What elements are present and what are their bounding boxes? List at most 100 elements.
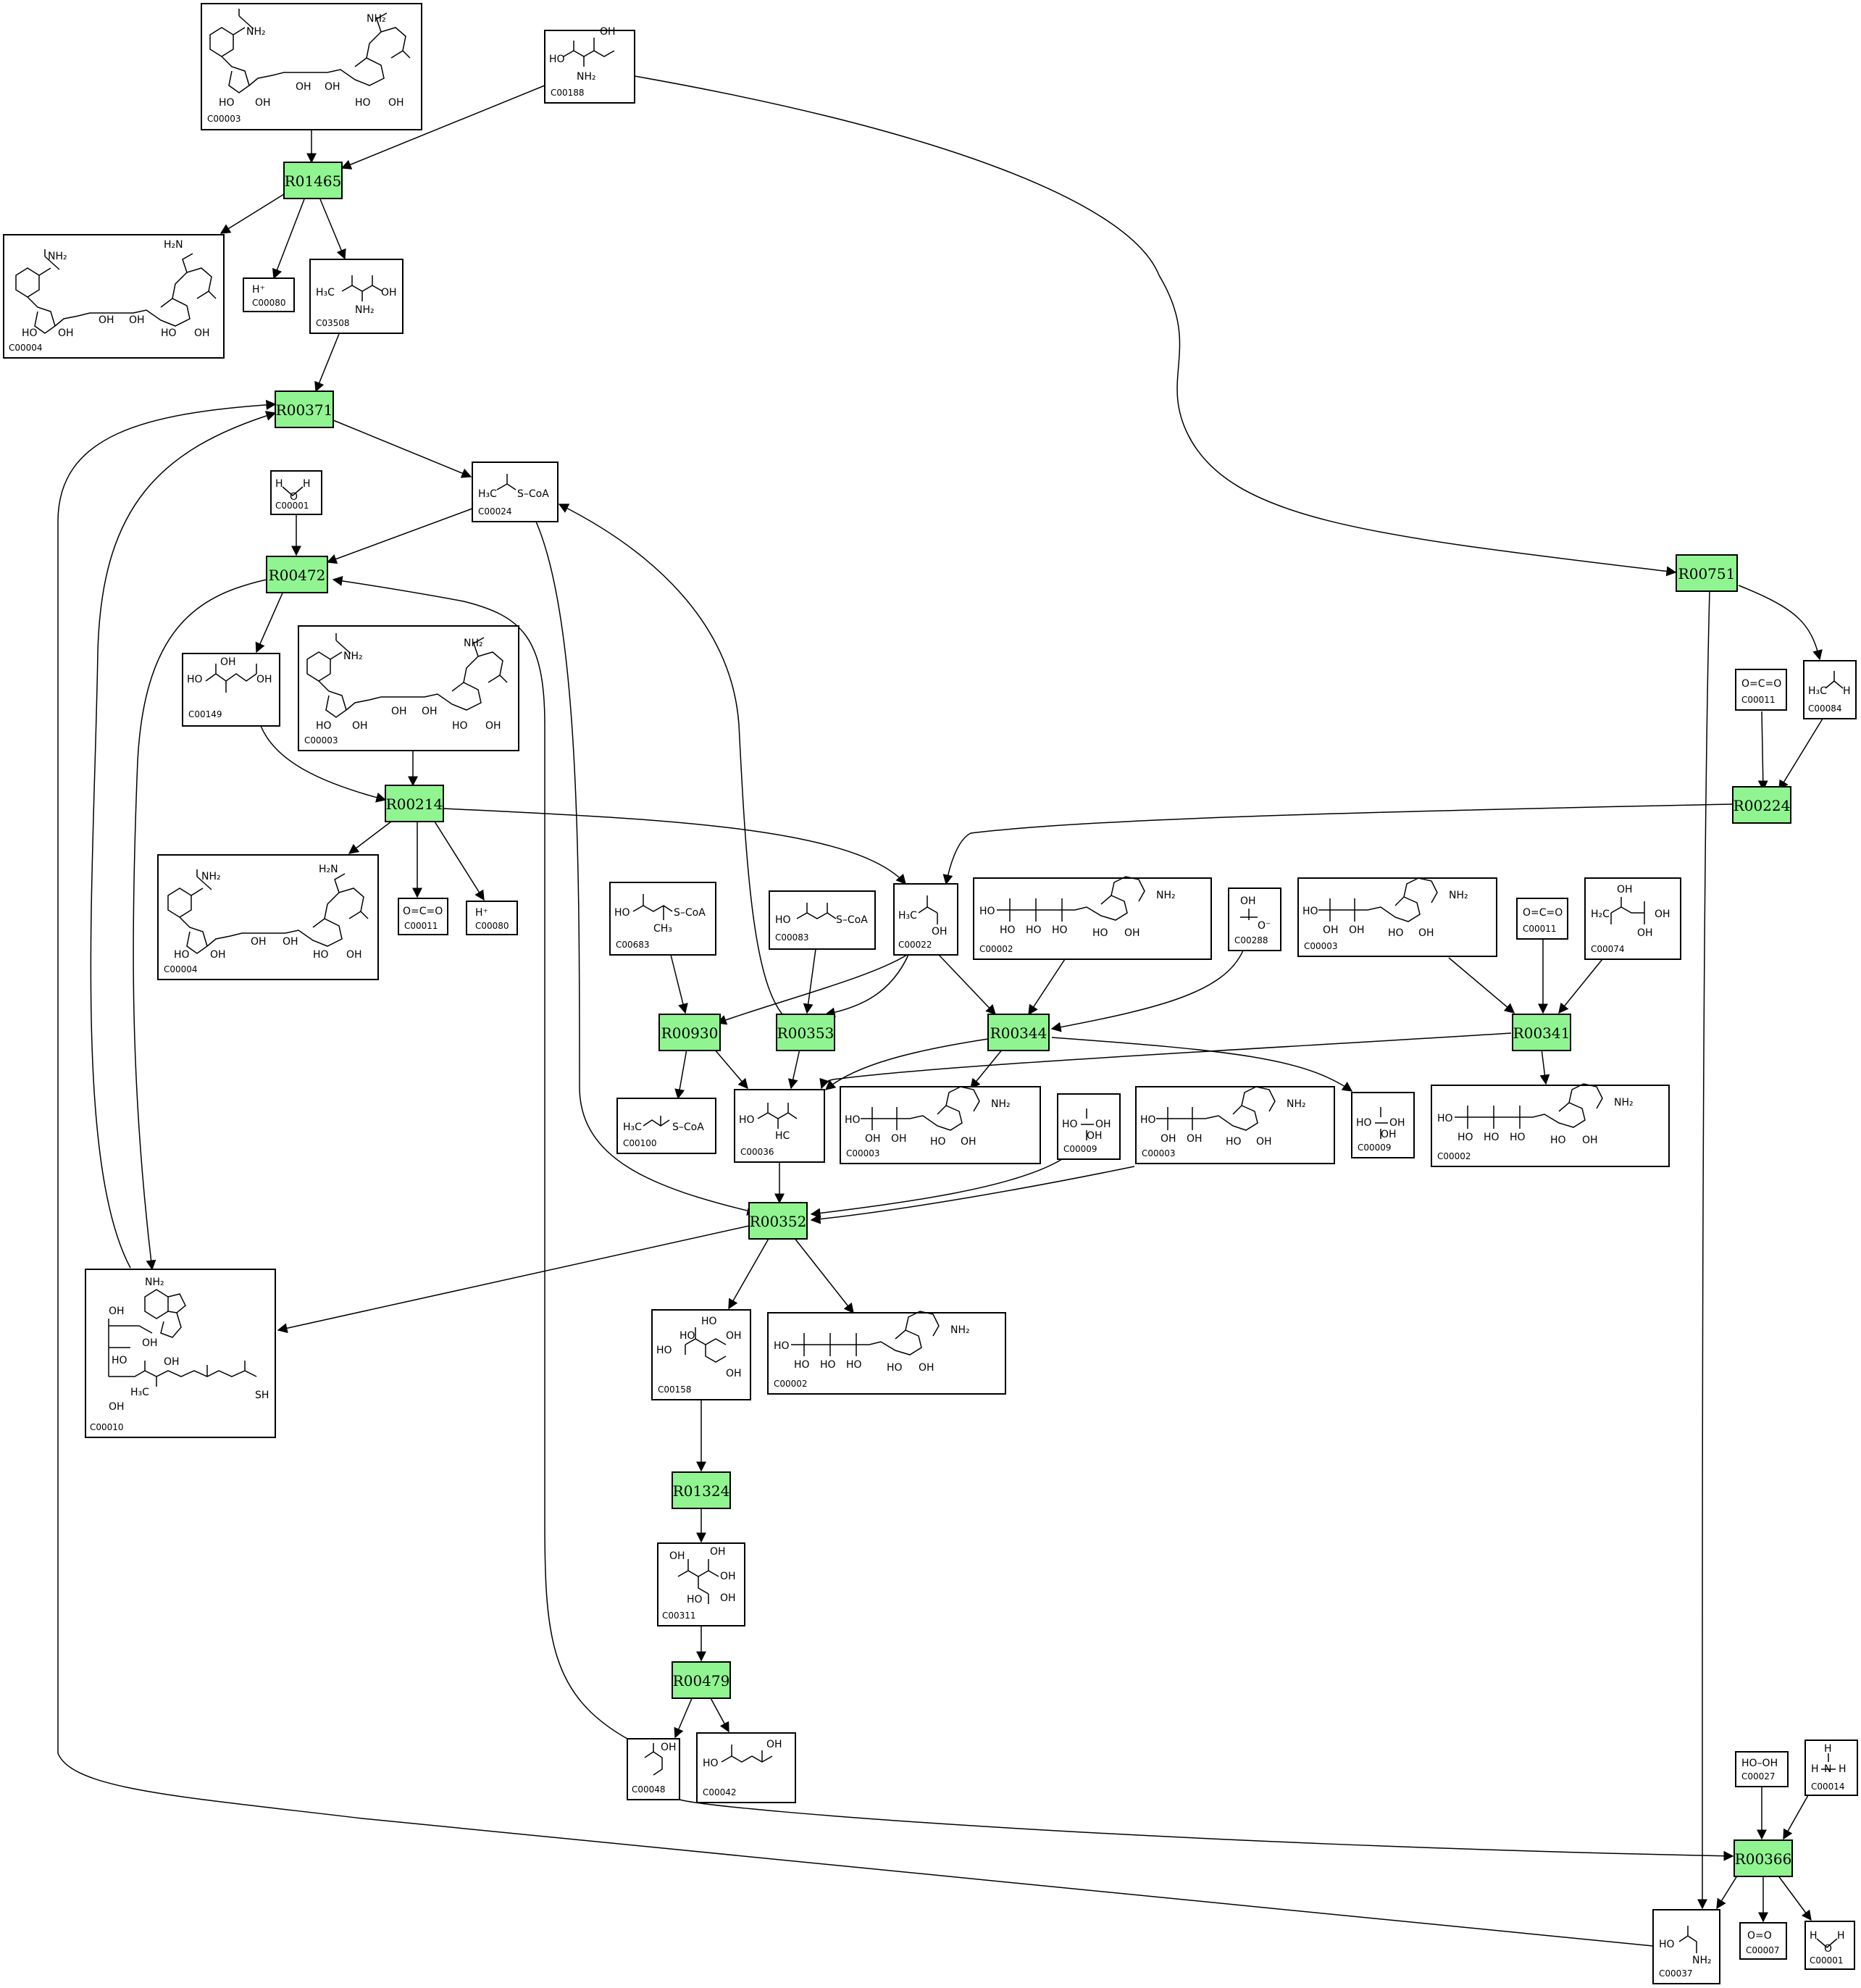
formula-label: OH	[251, 936, 267, 948]
formula-label: HO	[656, 1345, 672, 1356]
compound-id: C00003	[207, 114, 241, 124]
compound-id: C00002	[1437, 1151, 1471, 1161]
formula-label: HO	[1026, 924, 1042, 936]
compound-node-c00004[interactable]: NH₂ H₂N HO OH OH OH HO OH C00004	[157, 854, 379, 980]
compound-node-c00002[interactable]: HO HO HO HO NH₂ HO OH C00002	[973, 876, 1212, 960]
edge-c00288-r00344	[1050, 950, 1244, 1032]
edges	[57, 75, 1823, 1947]
reaction-node-r00751[interactable]: R00751	[1676, 554, 1738, 592]
compound-id: C00003	[1142, 1148, 1176, 1158]
reaction-node-r00224[interactable]: R00224	[1732, 786, 1791, 824]
formula-label: H	[303, 478, 311, 490]
formula-label: H₃C	[898, 910, 917, 922]
compound-node-c00001[interactable]: H O H C00001	[1804, 1921, 1855, 1970]
formula-label: OH	[1256, 1136, 1272, 1148]
compound-node-c00048[interactable]: OH C00048	[627, 1738, 680, 1800]
edge-r00344-c00003c	[970, 1048, 1003, 1090]
reaction-node-r00341[interactable]: R00341	[1512, 1014, 1571, 1051]
compound-node-c00288[interactable]: OH O⁻ C00288	[1228, 888, 1281, 951]
edge-r00352-c00010	[277, 1225, 750, 1334]
compound-node-c00074[interactable]: OH H₂C OH OH C00074	[1584, 877, 1681, 960]
formula-label: OH	[1124, 927, 1140, 939]
reaction-node-r00353[interactable]: R00353	[776, 1014, 835, 1051]
reaction-node-r00371[interactable]: R00371	[275, 390, 334, 428]
compound-id: C00084	[1808, 703, 1842, 714]
reaction-node-r00479[interactable]: R00479	[672, 1661, 731, 1699]
compound-node-c00014[interactable]: H H N H C00014	[1804, 1740, 1858, 1796]
compound-node-c00080[interactable]: H⁺ C00080	[466, 901, 518, 935]
reaction-node-r00352[interactable]: R00352	[748, 1202, 808, 1240]
formula-label: H₃C	[478, 488, 497, 500]
reaction-node-r01324[interactable]: R01324	[672, 1471, 731, 1509]
compound-node-c00011[interactable]: O=C=O C00011	[398, 898, 448, 935]
formula-label: OH	[109, 1306, 125, 1317]
edge-r00930-c00100	[674, 1048, 687, 1100]
compound-node-c00009[interactable]: HO OH OH C00009	[1057, 1093, 1121, 1160]
formula-label: OH	[1582, 1135, 1598, 1146]
compound-node-c03508[interactable]: H₃C OH NH₂ C03508	[309, 259, 403, 334]
reaction-label: R00371	[276, 401, 333, 419]
compound-node-c00003[interactable]: NH₂ NH₂ HO OH OH OH HO OH C00003	[201, 3, 422, 130]
formula-label: HO	[1458, 1132, 1473, 1143]
compound-node-c00084[interactable]: H₃C H C00084	[1803, 660, 1857, 719]
compound-node-c00037[interactable]: HO NH₂ C00037	[1652, 1909, 1720, 1984]
compound-node-c00002[interactable]: HO HO HO HO NH₂ HO OH C00002	[1431, 1083, 1670, 1167]
compound-node-c00007[interactable]: O=O C00007	[1739, 1922, 1787, 1960]
compound-node-c00027[interactable]: HO–OH C00027	[1735, 1751, 1789, 1787]
formula-label: O	[290, 491, 298, 503]
formula-label: NH₂	[48, 251, 67, 262]
reaction-label: R00341	[1513, 1024, 1571, 1042]
reaction-label: R00344	[990, 1024, 1047, 1042]
compound-node-c00001[interactable]: H O H C00001	[270, 470, 322, 515]
compound-node-c00036[interactable]: HO HC C00036	[734, 1089, 825, 1163]
compound-node-c00003[interactable]: HO OH OH NH₂ HO OH C00003	[1297, 877, 1497, 957]
edge-c03508-r00371	[314, 333, 340, 393]
formula-label: OH	[669, 1550, 685, 1562]
compound-node-c00024[interactable]: H₃C S–CoA C00024	[472, 462, 559, 522]
compound-node-c00003[interactable]: HO OH OH NH₂ HO OH C00003	[1135, 1086, 1335, 1164]
formula-label: OH	[220, 656, 236, 668]
edge-r00366-c00037	[1716, 1873, 1739, 1910]
compound-node-c00011[interactable]: O=C=O C00011	[1516, 898, 1568, 940]
edge-r00472-c00010	[133, 579, 267, 1271]
compound-node-c00011[interactable]: O=C=O C00011	[1735, 669, 1787, 711]
compound-node-c00003[interactable]: NH₂ NH₂ HO OH OH OH HO OH C00003	[298, 625, 519, 751]
compound-node-c00683[interactable]: HO S–CoA CH₃ C00683	[609, 882, 716, 956]
formula-label: OH	[422, 706, 438, 717]
compound-id: C00003	[1304, 941, 1338, 951]
formula-label: OH	[352, 720, 368, 732]
compound-node-c00010[interactable]: NH₂ OH OH HO OH OH H₃C SH C00010	[85, 1269, 276, 1438]
compound-node-c00004[interactable]: NH₂ H₂N HO OH OH OH HO OH C00004	[3, 234, 225, 359]
formula-label: HC	[775, 1130, 790, 1142]
compound-node-c00083[interactable]: HO S–CoA C00083	[769, 890, 876, 950]
reaction-node-r00472[interactable]: R00472	[266, 556, 328, 593]
formula-label: OH	[726, 1330, 742, 1342]
formula-label: NH₂	[145, 1277, 164, 1288]
compound-node-c00003[interactable]: HO OH OH NH₂ HO OH C00003	[840, 1086, 1041, 1164]
reaction-node-r01465[interactable]: R01465	[283, 162, 343, 199]
compound-id: C00003	[846, 1148, 880, 1158]
reaction-node-r00214[interactable]: R00214	[385, 785, 444, 822]
reaction-node-r00930[interactable]: R00930	[658, 1014, 721, 1051]
formula-label: H	[1837, 1930, 1845, 1942]
compound-node-c00022[interactable]: H₃C OH C00022	[893, 883, 958, 956]
formula-label: OH	[919, 1362, 934, 1374]
reaction-node-r00344[interactable]: R00344	[987, 1014, 1050, 1051]
compound-node-c00158[interactable]: HO HO OH HO OH C00158	[651, 1309, 751, 1400]
reaction-node-r00366[interactable]: R00366	[1734, 1839, 1793, 1877]
compound-node-c00149[interactable]: HO OH OH C00149	[182, 653, 280, 727]
compound-node-c00188[interactable]: HO OH NH₂ C00188	[544, 26, 635, 104]
edge-c00022-r00344	[938, 954, 996, 1016]
compound-node-c00311[interactable]: OH OH OH HO OH C00311	[657, 1542, 745, 1626]
edge-r00353-c00024	[558, 504, 783, 1015]
compound-node-c00080[interactable]: H⁺ C00080	[243, 277, 295, 312]
compound-node-c00002[interactable]: HO HO HO HO NH₂ HO OH C00002	[767, 1311, 1006, 1395]
formula-label: OH	[726, 1368, 742, 1379]
formula-label: OH	[296, 81, 311, 93]
formula-label: HO	[355, 97, 371, 109]
compound-node-c00009[interactable]: HO OH OH C00009	[1351, 1092, 1415, 1158]
compound-node-c00042[interactable]: HO OH C00042	[696, 1732, 796, 1803]
compound-node-c00100[interactable]: H₃C S–CoA C00100	[616, 1098, 716, 1154]
formula-label: OH	[1095, 1119, 1111, 1130]
